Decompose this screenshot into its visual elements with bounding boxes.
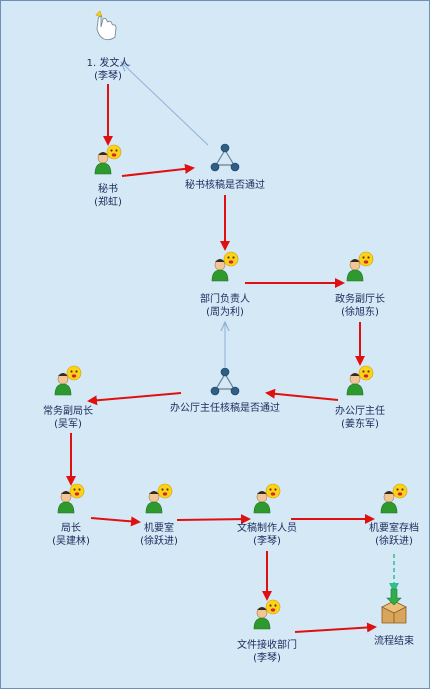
node-label-director: 局长 (吴建林) bbox=[52, 522, 90, 548]
user-icon-director[interactable] bbox=[57, 483, 85, 514]
node-label-exec-deputy: 常务副局长 (吴军) bbox=[43, 405, 93, 431]
node-name: 部门负责人 bbox=[200, 294, 250, 305]
node-name: 局长 bbox=[61, 523, 81, 534]
node-label-secretary: 秘书 (郑虹) bbox=[94, 183, 122, 209]
node-label-sec-review: 秘书核稿是否通过 bbox=[185, 179, 265, 192]
node-label-dept-head: 部门负责人 (周为利) bbox=[200, 293, 250, 319]
node-name: 文稿制作人员 bbox=[237, 523, 297, 534]
node-label-end: 流程结束 bbox=[374, 635, 414, 648]
user-icon-exec-deputy[interactable] bbox=[54, 365, 82, 396]
edge-secretary-to-sec_review bbox=[121, 163, 195, 177]
user-icon-receiver[interactable] bbox=[253, 599, 281, 630]
user-icon-archive[interactable] bbox=[380, 483, 408, 514]
node-name: 文件接收部门 bbox=[237, 640, 297, 651]
node-person: (郑虹) bbox=[94, 197, 122, 208]
node-name: 常务副局长 bbox=[43, 406, 93, 417]
edge-office_director-to-office_review bbox=[265, 388, 339, 401]
node-name: 秘书核稿是否通过 bbox=[185, 180, 265, 191]
start-icon-start[interactable] bbox=[95, 10, 117, 41]
edge-office_review-to-exec_deputy bbox=[87, 392, 182, 406]
end-icon-end[interactable] bbox=[381, 588, 407, 624]
nodes-layer bbox=[54, 10, 408, 630]
node-person: (周为利) bbox=[206, 307, 244, 318]
node-name: 办公厅主任核稿是否通过 bbox=[170, 403, 280, 414]
node-person: (徐跃进) bbox=[140, 536, 178, 547]
node-name: 机要室 bbox=[144, 523, 174, 534]
node-name: 政务副厅长 bbox=[335, 294, 385, 305]
node-label-office-director: 办公厅主任 (姜东军) bbox=[335, 405, 385, 431]
node-label-confidential-room: 机要室 (徐跃进) bbox=[140, 522, 178, 548]
user-icon-deputy-director[interactable] bbox=[346, 251, 374, 282]
user-icon-secretary[interactable] bbox=[94, 144, 122, 175]
user-icon-office-director[interactable] bbox=[346, 365, 374, 396]
node-person: (姜东军) bbox=[341, 419, 379, 430]
decision-icon-office-review[interactable] bbox=[210, 367, 240, 396]
node-name: 秘书 bbox=[98, 184, 118, 195]
node-person: (徐旭东) bbox=[341, 307, 379, 318]
node-label-receiver: 文件接收部门 (李琴) bbox=[237, 639, 297, 665]
node-person: (李琴) bbox=[253, 653, 281, 664]
node-name: 办公厅主任 bbox=[335, 406, 385, 417]
edge-sec_review-to-start bbox=[122, 63, 209, 146]
node-label-drafter: 文稿制作人员 (李琴) bbox=[237, 522, 297, 548]
user-icon-dept-head[interactable] bbox=[211, 251, 239, 282]
decision-icon-sec-review[interactable] bbox=[210, 143, 240, 172]
edge-confidential_room-to-drafter bbox=[176, 514, 251, 525]
node-person: (吴建林) bbox=[52, 536, 90, 547]
edges-layer bbox=[66, 63, 399, 633]
edge-receiver-to-end bbox=[294, 622, 377, 633]
node-name: 1. 发文人 bbox=[86, 58, 130, 69]
user-icon-confidential-room[interactable] bbox=[145, 483, 173, 514]
node-label-archive: 机要室存档 (徐跃进) bbox=[369, 522, 419, 548]
node-person: (李琴) bbox=[253, 536, 281, 547]
node-person: (吴军) bbox=[54, 419, 82, 430]
node-person: (李琴) bbox=[94, 71, 122, 82]
node-person: (徐跃进) bbox=[375, 536, 413, 547]
node-label-deputy-director: 政务副厅长 (徐旭东) bbox=[335, 293, 385, 319]
node-label-office-review: 办公厅主任核稿是否通过 bbox=[170, 402, 280, 415]
user-icon-drafter[interactable] bbox=[253, 483, 281, 514]
node-name: 机要室存档 bbox=[369, 523, 419, 534]
edge-director-to-confidential_room bbox=[90, 516, 141, 527]
node-label-start: 1. 发文人 (李琴) bbox=[87, 57, 130, 83]
node-name: 流程结束 bbox=[374, 636, 414, 647]
